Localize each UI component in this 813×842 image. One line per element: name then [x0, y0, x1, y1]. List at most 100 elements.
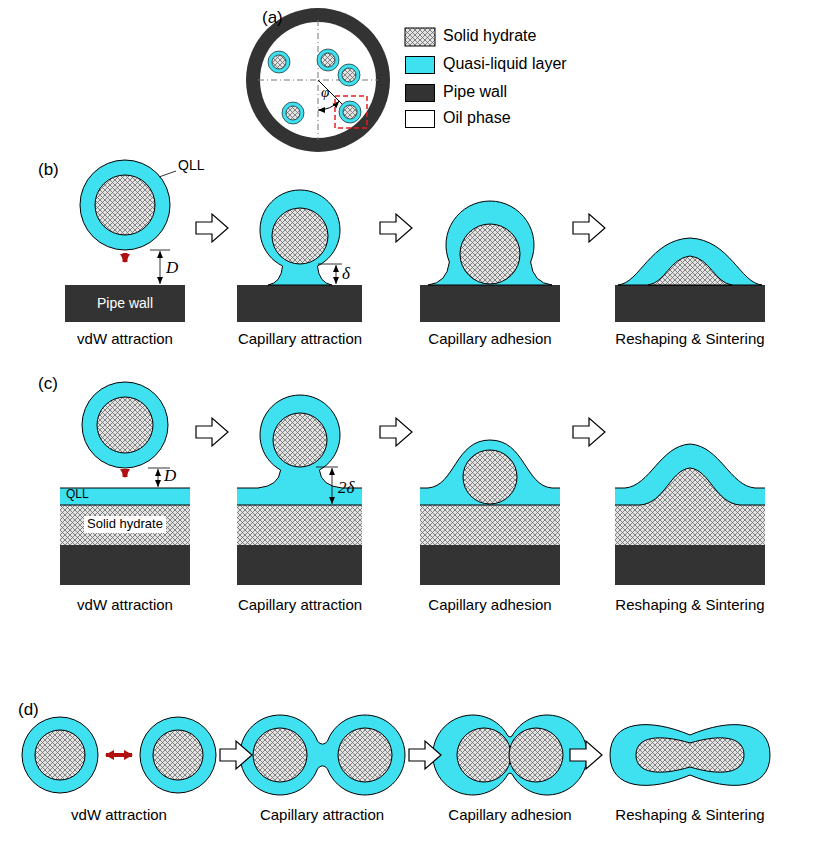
stage-caption: Reshaping & Sintering — [615, 330, 764, 347]
layer-name: QLL — [178, 157, 204, 173]
layer-name: QLL — [66, 488, 89, 502]
particle-deposit-row-part-part — [60, 488, 190, 505]
particle-particle-row-part — [610, 725, 770, 786]
panel-letter: (a) — [262, 8, 283, 28]
particle-deposit-row-part — [420, 505, 560, 506]
particle-particle-row-part — [433, 715, 587, 795]
pipe-section-part-part — [282, 102, 304, 124]
particle-wall-row-part — [95, 175, 155, 235]
particle-deposit-row-part-part — [615, 545, 765, 585]
pipe-section-part — [318, 80, 345, 107]
pipe-section-part-part — [317, 49, 339, 71]
particle-deposit-row-part-part — [615, 505, 765, 545]
panel-letter: (d) — [18, 700, 39, 720]
particle-particle-row-part — [409, 741, 441, 769]
particle-deposit-row-part-part — [60, 505, 190, 545]
particle-particle-row-part — [240, 715, 405, 795]
legend-text: Solid hydrate — [443, 27, 536, 45]
dimension-symbol: D — [164, 466, 176, 486]
particle-particle-row-part — [253, 728, 307, 782]
wall-name: Pipe wall — [97, 295, 153, 311]
particle-deposit-row-part — [258, 395, 342, 491]
pipe-section-part-part — [272, 55, 286, 69]
particle-deposit-row-part — [273, 413, 327, 467]
particle-deposit-row-part — [237, 505, 362, 506]
particle-deposit-row-part — [60, 505, 190, 506]
particle-wall-row-part — [260, 190, 340, 285]
dimension-symbol: δ — [342, 264, 350, 284]
particle-wall-row-part — [196, 214, 228, 242]
particle-particle-row-part — [106, 753, 132, 757]
pipe-section-part-part — [339, 101, 361, 123]
particle-deposit-row-part — [158, 469, 159, 487]
particle-wall-row-part — [615, 285, 765, 322]
particle-wall-row-part — [272, 208, 328, 264]
dimension-symbol: 2δ — [338, 478, 354, 498]
panel-letter: (c) — [38, 374, 58, 394]
particle-deposit-row-part-part — [420, 545, 560, 585]
particle-deposit-row-part — [316, 467, 338, 468]
particle-deposit-row-part — [740, 505, 765, 506]
particle-wall-row-part — [318, 264, 342, 265]
particle-deposit-row-part — [332, 468, 333, 504]
particle-particle-row-part — [338, 728, 392, 782]
legend-swatch — [405, 56, 435, 74]
particle-deposit-row-part — [640, 468, 740, 505]
stage-caption: Capillary adhesion — [428, 596, 551, 613]
particle-particle-row-part — [570, 741, 602, 769]
particle-wall-row-part — [618, 238, 762, 285]
particle-deposit-row-part — [380, 418, 412, 446]
particle-particle-row-part — [153, 730, 203, 780]
particle-deposit-row-part — [123, 470, 128, 477]
particle-wall-row-part — [123, 253, 128, 262]
stage-caption: vdW attraction — [77, 596, 173, 613]
dimension-symbol: D — [166, 258, 178, 278]
stage-caption: Capillary adhesion — [448, 806, 571, 823]
panel-letter: (b) — [38, 160, 59, 180]
pipe-section-part-part — [342, 68, 356, 82]
particle-particle-row-part — [35, 730, 85, 780]
particle-deposit-row-part-part — [420, 505, 560, 545]
pipe-section — [246, 8, 435, 152]
legend-text: Pipe wall — [443, 83, 507, 101]
stage-caption: vdW attraction — [71, 806, 167, 823]
pipe-section-part-part — [321, 53, 335, 67]
legend-swatch — [405, 28, 435, 46]
particle-deposit-row-part — [463, 450, 517, 504]
pipe-section-part — [246, 8, 390, 152]
particle-deposit-row-part-part — [60, 545, 190, 585]
particle-wall-row-part — [150, 250, 170, 251]
particle-wall-row-part — [420, 285, 560, 322]
pipe-section-part-part — [286, 106, 300, 120]
particle-deposit-row-part-part — [237, 545, 362, 585]
stage-caption: Capillary attraction — [238, 330, 362, 347]
pipe-section-part — [335, 96, 367, 128]
pipe-section-part — [318, 101, 339, 110]
particle-deposit-row-part — [640, 468, 740, 506]
particle-wall-row-part — [428, 201, 552, 285]
particle-wall-row-part — [159, 171, 176, 177]
legend-swatch — [405, 110, 435, 128]
particle-wall-row-part — [80, 160, 170, 250]
pipe-section-part-part — [338, 64, 360, 86]
particle-wall-row-part — [573, 214, 605, 242]
particle-wall-row-part — [160, 251, 161, 284]
stage-caption: Capillary adhesion — [428, 330, 551, 347]
particle-wall-row-part — [237, 285, 362, 322]
layer-name: Solid hydrate — [84, 516, 166, 533]
particle-wall-row-part — [336, 265, 337, 284]
particle-particle-row — [22, 715, 770, 795]
particle-deposit-row-part — [573, 418, 605, 446]
particle-deposit-row-part — [196, 418, 228, 446]
particle-deposit-row-part — [237, 395, 362, 488]
legend-swatch — [405, 84, 435, 102]
particle-deposit-row-part — [615, 505, 640, 506]
stage-caption: vdW attraction — [77, 330, 173, 347]
particle-particle-row-part — [457, 728, 511, 782]
stage-caption: Capillary attraction — [260, 806, 384, 823]
particle-wall-row-part — [460, 224, 520, 284]
stage-caption: Reshaping & Sintering — [615, 596, 764, 613]
particle-deposit-row-part — [97, 397, 153, 453]
particle-particle-row-part — [636, 738, 744, 772]
particle-wall-row-part — [380, 214, 412, 242]
